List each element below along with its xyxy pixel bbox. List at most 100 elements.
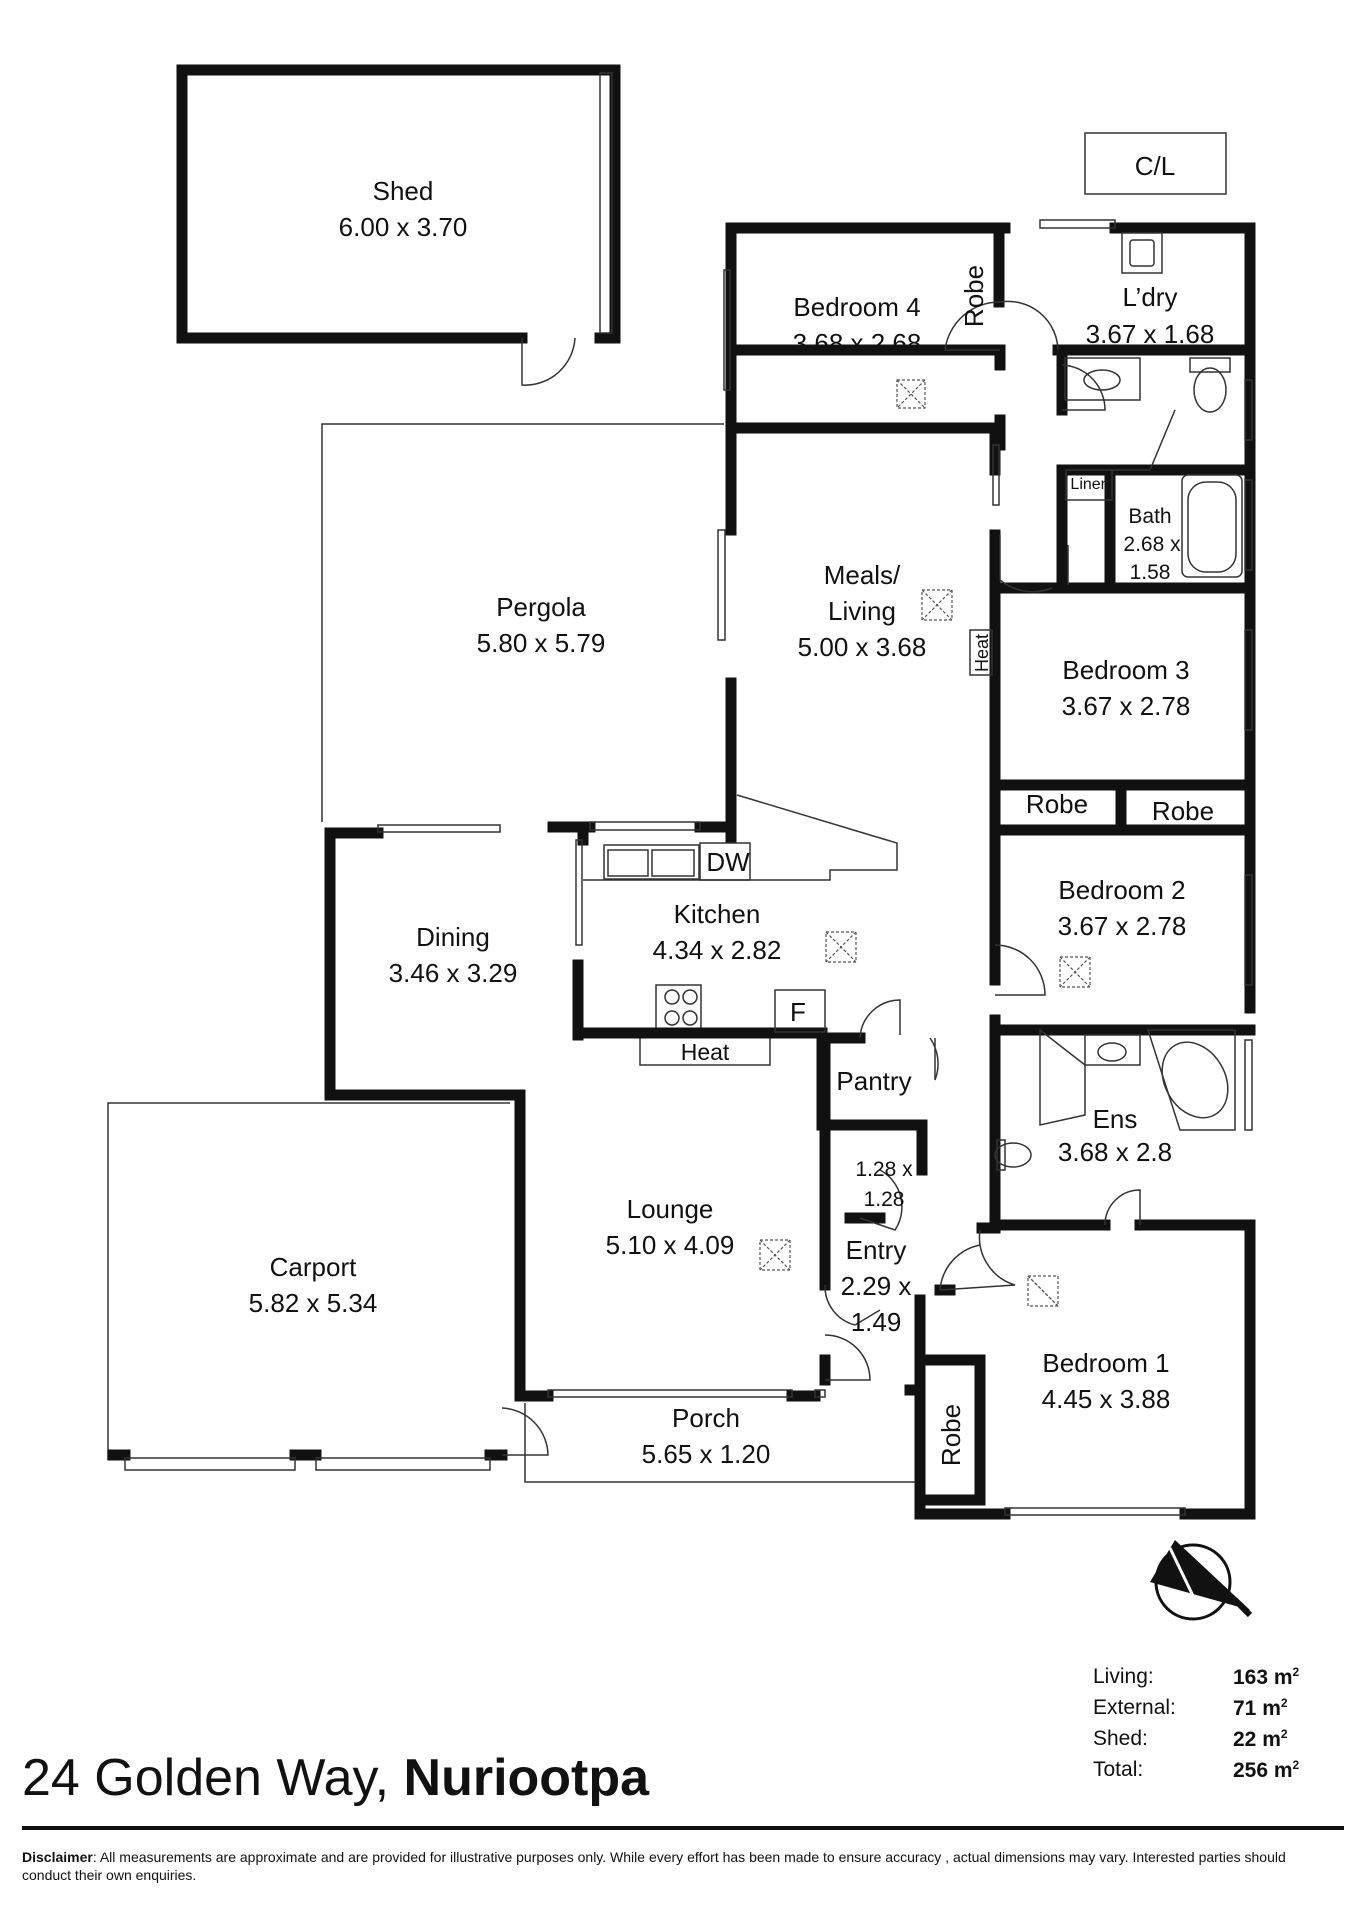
dw-label: DW (706, 847, 750, 877)
linen-box (1065, 469, 1113, 501)
pantry-label: Pantry (836, 1066, 911, 1096)
area-value-text: 22 m (1233, 1728, 1281, 1751)
kitchen-bench-outline (583, 794, 898, 881)
skylight-bed2 (1059, 956, 1091, 988)
floor-plan: Shed 6.00 x 3.70 C/L Bedroom 4 3.68 x 2.… (107, 64, 1256, 1621)
shed-dims: 6.00 x 3.70 (339, 212, 468, 242)
bedroom2-name: Bedroom 2 (1058, 875, 1185, 905)
bedroom3-name: Bedroom 3 (1062, 655, 1189, 685)
kitchen-dims: 4.34 x 2.82 (653, 935, 782, 965)
skylight-lounge (759, 1239, 791, 1271)
porch-dims: 5.65 x 1.20 (642, 1439, 771, 1469)
bedroom1-name: Bedroom 1 (1042, 1348, 1169, 1378)
area-value: 22 m2 (1233, 1727, 1288, 1752)
dining-name: Dining (416, 922, 490, 952)
entry-dims2: 1.49 (851, 1307, 902, 1337)
fridge-box (774, 989, 826, 1033)
doors (501, 300, 1176, 1456)
sink (603, 844, 700, 880)
carport-name: Carport (270, 1252, 357, 1282)
entry-name: Entry (846, 1235, 907, 1265)
skylight-kitchen (825, 931, 857, 963)
meals-name2: Living (828, 596, 896, 626)
bedroom3-dims: 3.67 x 2.78 (1062, 691, 1191, 721)
bathtub (1181, 474, 1243, 578)
north-compass-icon (1150, 1540, 1253, 1621)
closet-dims1: 1.28 x (855, 1158, 913, 1181)
linen-label: Linen (1070, 476, 1109, 493)
skylight-bed1 (1027, 1275, 1059, 1307)
skylights (759, 379, 1091, 1307)
disclaimer: Disclaimer: All measurements are approxi… (22, 1848, 1332, 1884)
lounge-dims: 5.10 x 4.09 (606, 1230, 735, 1260)
robe-bed1-label: Robe (936, 1404, 966, 1466)
heater-meals-box (969, 629, 993, 676)
address-town: Nuriootpa (403, 1749, 650, 1807)
laundry-dims: 3.67 x 1.68 (1086, 319, 1215, 349)
disclaimer-text: : All measurements are approximate and a… (22, 1849, 1286, 1883)
clothesline-box (1084, 132, 1227, 195)
area-unit: 2 (1292, 1665, 1300, 1679)
vanity (1064, 357, 1141, 401)
address-street: 24 Golden Way, (22, 1749, 404, 1807)
area-value: 256 m2 (1233, 1758, 1299, 1783)
ens-vanity (1084, 1034, 1141, 1066)
bath-dims1: 2.68 x (1123, 533, 1181, 556)
area-label: Shed: (1093, 1727, 1148, 1750)
walls (107, 64, 1256, 1520)
area-value: 71 m2 (1233, 1696, 1288, 1721)
kitchen-name: Kitchen (674, 899, 761, 929)
area-value-text: 163 m (1233, 1666, 1293, 1689)
laundry-tub (1121, 232, 1163, 274)
bath-name: Bath (1128, 505, 1171, 528)
porch-name: Porch (672, 1403, 740, 1433)
bath-dims2: 1.58 (1130, 561, 1171, 584)
laundry-name: L’dry (1123, 282, 1178, 312)
robe-bed3b-label: Robe (1152, 796, 1214, 826)
shed-name: Shed (373, 176, 434, 206)
windows (124, 72, 1253, 1516)
area-value: 163 m2 (1233, 1665, 1299, 1690)
area-label: Total: (1093, 1758, 1144, 1781)
dining-dims: 3.46 x 3.29 (389, 958, 518, 988)
bedroom4-dims: 3.68 x 2.68 (793, 328, 922, 358)
area-value-text: 256 m (1233, 1759, 1293, 1782)
divider (22, 1826, 1344, 1830)
property-address: 24 Golden Way, Nuriootpa (22, 1748, 649, 1808)
bedroom2-dims: 3.67 x 2.78 (1058, 911, 1187, 941)
dw-box (699, 842, 751, 881)
pergola-dims: 5.80 x 5.79 (477, 628, 606, 658)
area-row-external: External: 71 m2 (1093, 1696, 1323, 1727)
cl-label: C/L (1135, 151, 1175, 181)
ens-toilet (994, 1142, 1032, 1168)
area-value-text: 71 m (1233, 1697, 1281, 1720)
entry-dims1: 2.29 x (841, 1271, 912, 1301)
disclaimer-label: Disclaimer (22, 1849, 93, 1865)
toilet-cistern (1189, 357, 1231, 373)
area-summary: Living: 163 m2 External: 71 m2 Shed: 22 … (1093, 1665, 1323, 1789)
area-label: Living: (1093, 1665, 1154, 1688)
area-row-shed: Shed: 22 m2 (1093, 1727, 1323, 1758)
area-unit: 2 (1280, 1696, 1288, 1710)
carport-dims: 5.82 x 5.34 (249, 1288, 378, 1318)
heat-meals-label: Heat (972, 634, 992, 672)
area-unit: 2 (1292, 1758, 1300, 1772)
ens-dims: 3.68 x 2.8 (1058, 1137, 1172, 1167)
skylight-meals (921, 589, 953, 621)
carport-outline (107, 1102, 510, 1460)
closet-dims2: 1.28 (864, 1188, 905, 1211)
bedroom4-name: Bedroom 4 (793, 292, 920, 322)
bedroom1-dims: 4.45 x 3.88 (1042, 1384, 1171, 1414)
toilet-bowl (1193, 367, 1227, 413)
ens-name: Ens (1093, 1104, 1138, 1134)
meals-dims: 5.00 x 3.68 (798, 632, 927, 662)
pergola-outline (321, 423, 724, 822)
area-unit: 2 (1280, 1727, 1288, 1741)
area-label: External: (1093, 1696, 1176, 1719)
area-row-total: Total: 256 m2 (1093, 1758, 1323, 1789)
skylight-bed4 (896, 379, 926, 409)
fixtures (607, 232, 1243, 1171)
area-row-living: Living: 163 m2 (1093, 1665, 1323, 1696)
pergola-name: Pergola (496, 592, 586, 622)
robe-bed4-label: Robe (959, 265, 989, 327)
